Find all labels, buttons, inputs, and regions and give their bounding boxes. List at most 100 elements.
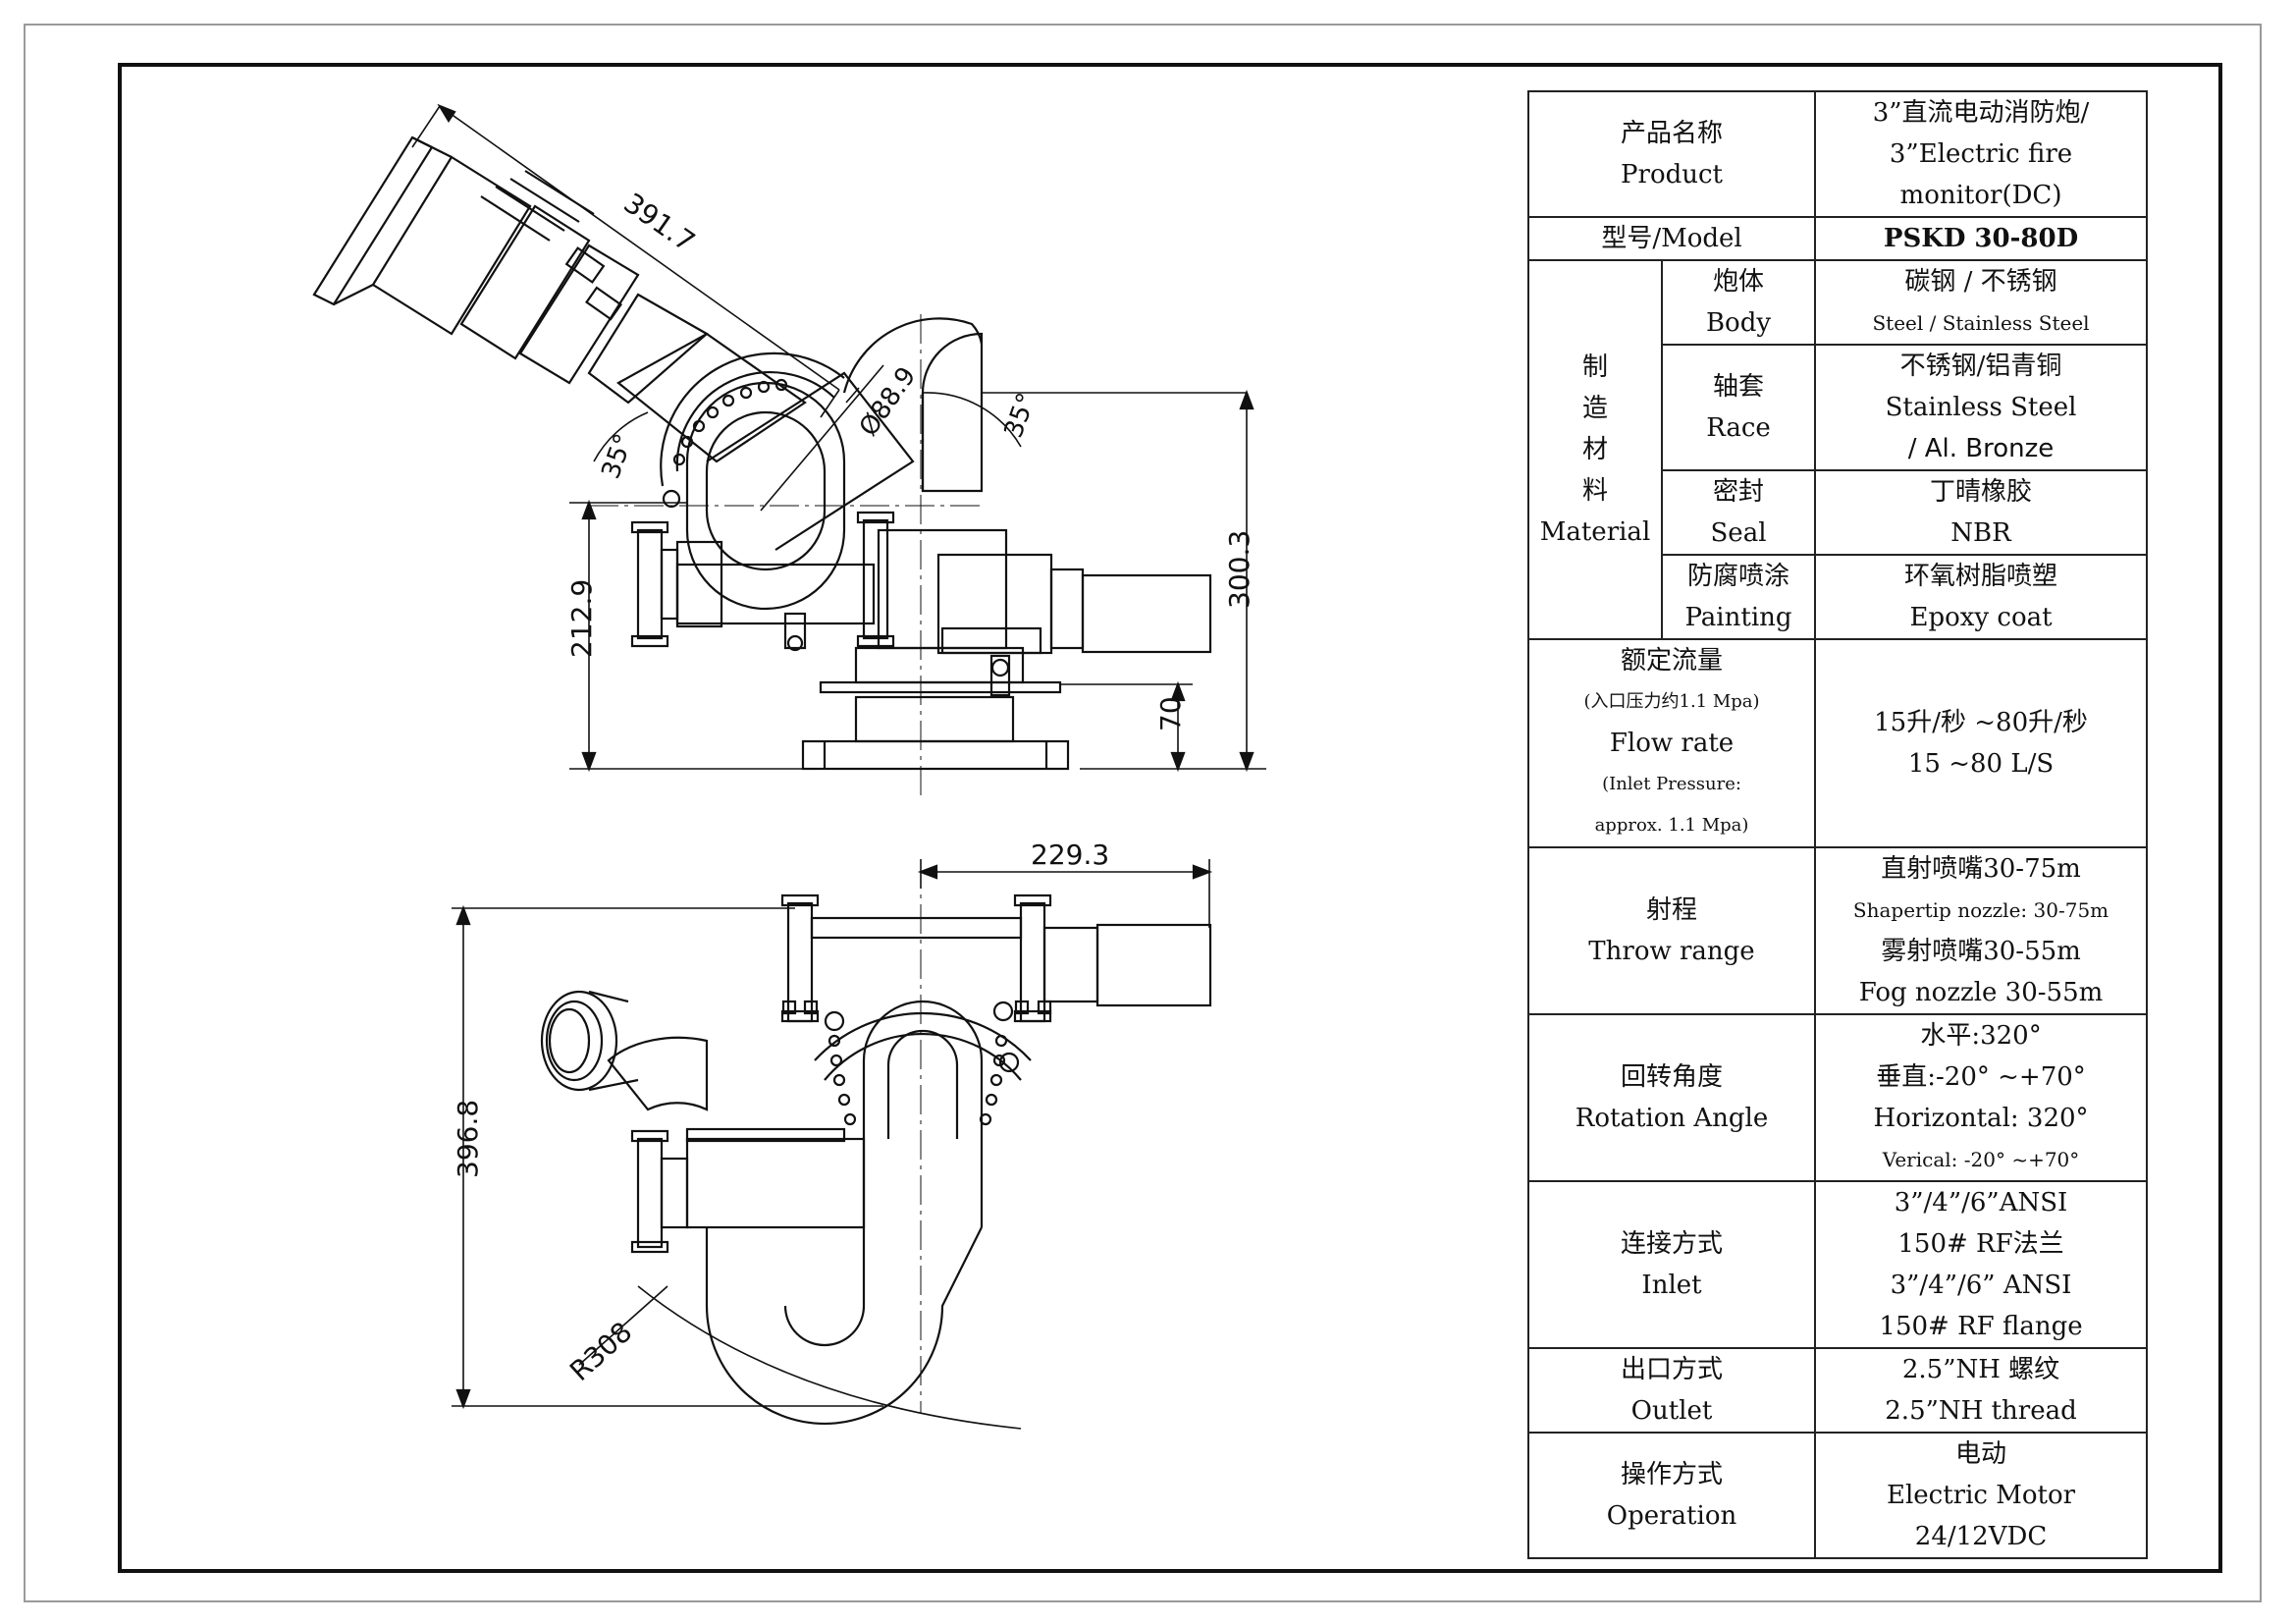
top-elbow <box>862 1000 984 1139</box>
rotation-value-4: Verical: -20° ~+70° <box>1882 1148 2080 1171</box>
material-char-1: 制 <box>1581 352 1608 382</box>
product-label-cn: 产品名称 <box>1621 119 1724 148</box>
dim-r308: R308 <box>563 1316 638 1387</box>
top-bearing-balls <box>828 1034 1008 1126</box>
flow-note-en-1: (Inlet Pressure: <box>1602 774 1741 794</box>
rotation-label-en: Rotation Angle <box>1575 1104 1769 1133</box>
body-label-cn: 炮体 <box>1713 267 1765 297</box>
throw-value-2: Shapertip nozzle: 30-75m <box>1852 898 2109 922</box>
nozzle <box>371 155 532 336</box>
operation-value-1: 电动 <box>1955 1439 2007 1469</box>
outlet-value-2: 2.5”NH thread <box>1885 1396 2077 1426</box>
inlet-value-4: 150# RF flange <box>1879 1312 2083 1341</box>
seal-label-cn: 密封 <box>1713 477 1765 507</box>
seal-label-en: Seal <box>1710 518 1767 548</box>
race-value-en-2: / Al. Bronze <box>1907 434 2055 463</box>
outlet-label-cn: 出口方式 <box>1621 1355 1724 1384</box>
product-value-3: monitor(DC) <box>1899 181 2062 210</box>
outlet-value-1: 2.5”NH 螺纹 <box>1901 1355 2060 1384</box>
motor <box>1081 573 1212 654</box>
throw-value-4: Fog nozzle 30-55m <box>1858 978 2104 1007</box>
rotation-label-cn: 回转角度 <box>1621 1062 1724 1092</box>
throw-value-1: 直射喷嘴30-75m <box>1881 854 2081 884</box>
rotation-value-2: 垂直:-20° ~+70° <box>1876 1062 2086 1092</box>
drawing-border <box>118 63 2222 1573</box>
flow-label-en: Flow rate <box>1609 729 1735 758</box>
inlet-value-2: 150# RF法兰 <box>1897 1229 2064 1259</box>
operation-label-en: Operation <box>1606 1501 1737 1531</box>
inlet-label-en: Inlet <box>1641 1271 1702 1300</box>
row-model: 型号/Model PSKD 30-80D <box>1526 216 2149 261</box>
rotation-value-3: Horizontal: 320° <box>1873 1104 2089 1133</box>
right-flange <box>862 518 889 640</box>
model-value: PSKD 30-80D <box>1814 216 2149 261</box>
material-char-4: 料 <box>1581 476 1608 506</box>
dim-391: 391.7 <box>617 187 701 258</box>
rotation-value-1: 水平:320° <box>1920 1021 2042 1051</box>
material-label: 制 造 材 料 Material <box>1527 259 1663 640</box>
dim-35-right: 35° <box>999 389 1042 442</box>
throw-value-3: 雾射喷嘴30-55m <box>1881 937 2081 966</box>
operation-label-cn: 操作方式 <box>1621 1460 1724 1489</box>
material-char-2: 造 <box>1581 394 1608 423</box>
motor-housing <box>936 553 1053 655</box>
row-flow: 额定流量 (入口压力约1.1 Mpa) Flow rate (Inlet Pre… <box>1526 638 2149 848</box>
painting-label-en: Painting <box>1684 603 1792 632</box>
row-body: 制 造 材 料 Material 炮体 Body 碳钢 / 不锈钢 Steel / … <box>1527 259 2149 640</box>
seal-value-cn: 丁晴橡胶 <box>1930 477 2033 507</box>
race-value-cn: 不锈钢/铝青铜 <box>1899 352 2062 381</box>
outer-frame <box>24 24 2262 1602</box>
body-value-en: Steel / Stainless Steel <box>1872 311 2090 335</box>
outlet-label-en: Outlet <box>1630 1396 1713 1426</box>
dim-300: 300.3 <box>1223 530 1255 609</box>
top-view <box>452 859 1213 1430</box>
throw-label-en: Throw range <box>1588 937 1755 966</box>
bearing-balls <box>662 378 788 509</box>
operation-value-3: 24/12VDC <box>1914 1522 2048 1551</box>
dim-396: 396.8 <box>452 1100 484 1178</box>
top-motor <box>1095 923 1212 1007</box>
flow-note-cn: (入口压力约1.1 Mpa) <box>1583 691 1760 712</box>
race-label-en: Race <box>1706 413 1771 443</box>
inlet-value-3: 3”/4”/6” ANSI <box>1890 1271 2072 1300</box>
seal-value-en: NBR <box>1950 518 2011 548</box>
flow-value-en: 15 ~80 L/S <box>1907 749 2055 779</box>
row-inlet: 连接方式 Inlet 3”/4”/6”ANSI 150# RF法兰 3”/4”/6… <box>1526 1180 2149 1349</box>
dim-70: 70 <box>1154 696 1187 731</box>
model-label: 型号/Model <box>1526 216 1817 261</box>
outlet-pipe <box>607 1036 709 1111</box>
side-view <box>312 103 1266 800</box>
flow-label-cn: 额定流量 <box>1621 646 1724 676</box>
painting-label-cn: 防腐喷涂 <box>1687 562 1790 591</box>
product-value-1: 3”直流电动消防炮/ <box>1872 98 2090 128</box>
material-label-en: Material <box>1539 517 1651 547</box>
coupling <box>518 244 640 385</box>
throw-label-cn: 射程 <box>1646 895 1698 925</box>
product-label-en: Product <box>1621 160 1723 189</box>
swivel-elbow <box>685 381 846 611</box>
race-value-en-1: Stainless Steel <box>1885 393 2077 422</box>
left-flange <box>636 528 664 640</box>
flow-value-cn: 15升/秒 ~80升/秒 <box>1874 708 2088 737</box>
body-value-cn: 碳钢 / 不锈钢 <box>1904 267 2057 297</box>
lower-bend <box>705 1226 983 1426</box>
inlet-value-1: 3”/4”/6”ANSI <box>1894 1188 2068 1218</box>
body-label-en: Body <box>1705 308 1772 338</box>
support-plate <box>819 680 1062 694</box>
painting-value-en: Epoxy coat <box>1909 603 2053 632</box>
goose-neck <box>921 332 984 493</box>
base-flange <box>801 739 1070 771</box>
dim-35-left: 35° <box>596 430 639 483</box>
inlet-label-cn: 连接方式 <box>1621 1229 1724 1259</box>
row-seal: 密封 Seal 丁晴橡胶 NBR <box>1528 469 2149 556</box>
row-outlet: 出口方式 Outlet 2.5”NH 螺纹 2.5”NH thread <box>1526 1347 2149 1434</box>
dim-212: 212.9 <box>565 579 598 658</box>
dim-229: 229.3 <box>1031 839 1109 871</box>
row-throw: 射程 Throw range 直射喷嘴30-75m Shapertip nozzl… <box>1526 846 2149 1015</box>
